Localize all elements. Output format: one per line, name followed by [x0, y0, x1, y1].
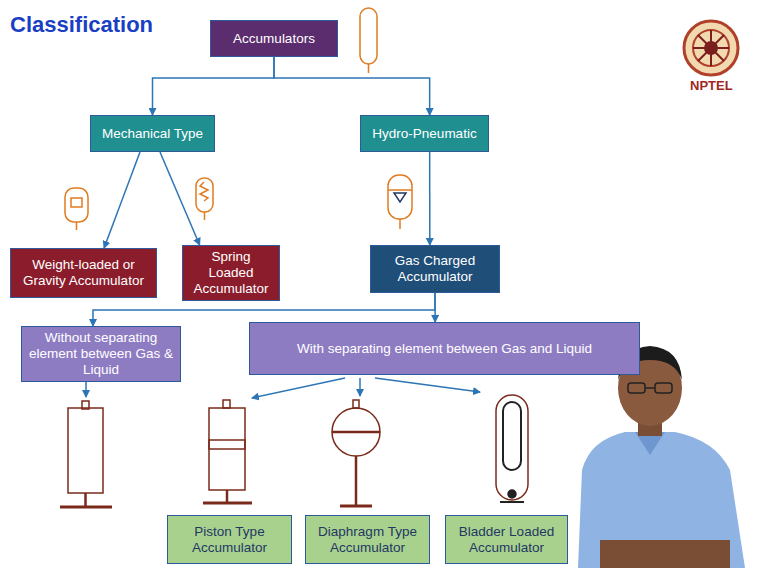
logo [684, 21, 738, 75]
bladder-accumulator-drawing [496, 395, 528, 502]
tree-connector [153, 57, 275, 115]
type-box: Gas Charged Accumulator [370, 245, 500, 293]
subtype-box: Without separating element between Gas &… [21, 326, 181, 382]
diaphragm-accumulator-drawing [332, 400, 380, 506]
type-box: Weight-loaded or Gravity Accumulator [10, 248, 157, 298]
spring-symbol [196, 178, 213, 220]
gas-accumulator-symbol [388, 175, 412, 229]
tree-connector [274, 57, 430, 115]
box-label: Without separating element between Gas &… [27, 330, 175, 378]
logo-text: NPTEL [690, 78, 733, 93]
category-box: Hydro-Pneumatic [360, 115, 489, 152]
piston-accumulator-drawing [203, 400, 252, 503]
root-box: Accumulators [210, 20, 338, 57]
box-label: With separating element between Gas and … [297, 341, 592, 357]
box-label: Hydro-Pneumatic [372, 126, 476, 142]
plain-accumulator-drawing [60, 401, 112, 507]
subtype-box: With separating element between Gas and … [249, 322, 640, 375]
box-label: Diaphragm Type Accumulator [311, 524, 424, 556]
leaf-box: Diaphragm Type Accumulator [305, 515, 430, 564]
category-box: Mechanical Type [90, 115, 215, 152]
box-label: Accumulators [233, 31, 315, 47]
tree-connector [429, 152, 431, 245]
box-label: Mechanical Type [102, 126, 203, 142]
accumulator-symbol [360, 8, 377, 73]
type-box: Spring Loaded Accumulator [182, 245, 280, 301]
leaf-box: Piston Type Accumulator [167, 515, 292, 564]
weight-symbol [65, 188, 88, 230]
tree-connector [160, 152, 200, 245]
box-label: Weight-loaded or Gravity Accumulator [16, 257, 151, 289]
tree-connector [434, 293, 436, 322]
box-label: Bladder Loaded Accumulator [451, 524, 562, 556]
box-label: Gas Charged Accumulator [376, 253, 494, 285]
leaf-box: Bladder Loaded Accumulator [445, 515, 568, 564]
tree-connector [104, 152, 140, 248]
slide-title: Classification [10, 12, 153, 38]
box-label: Piston Type Accumulator [173, 524, 286, 556]
box-label: Spring Loaded Accumulator [188, 249, 274, 297]
presenter [578, 346, 745, 568]
